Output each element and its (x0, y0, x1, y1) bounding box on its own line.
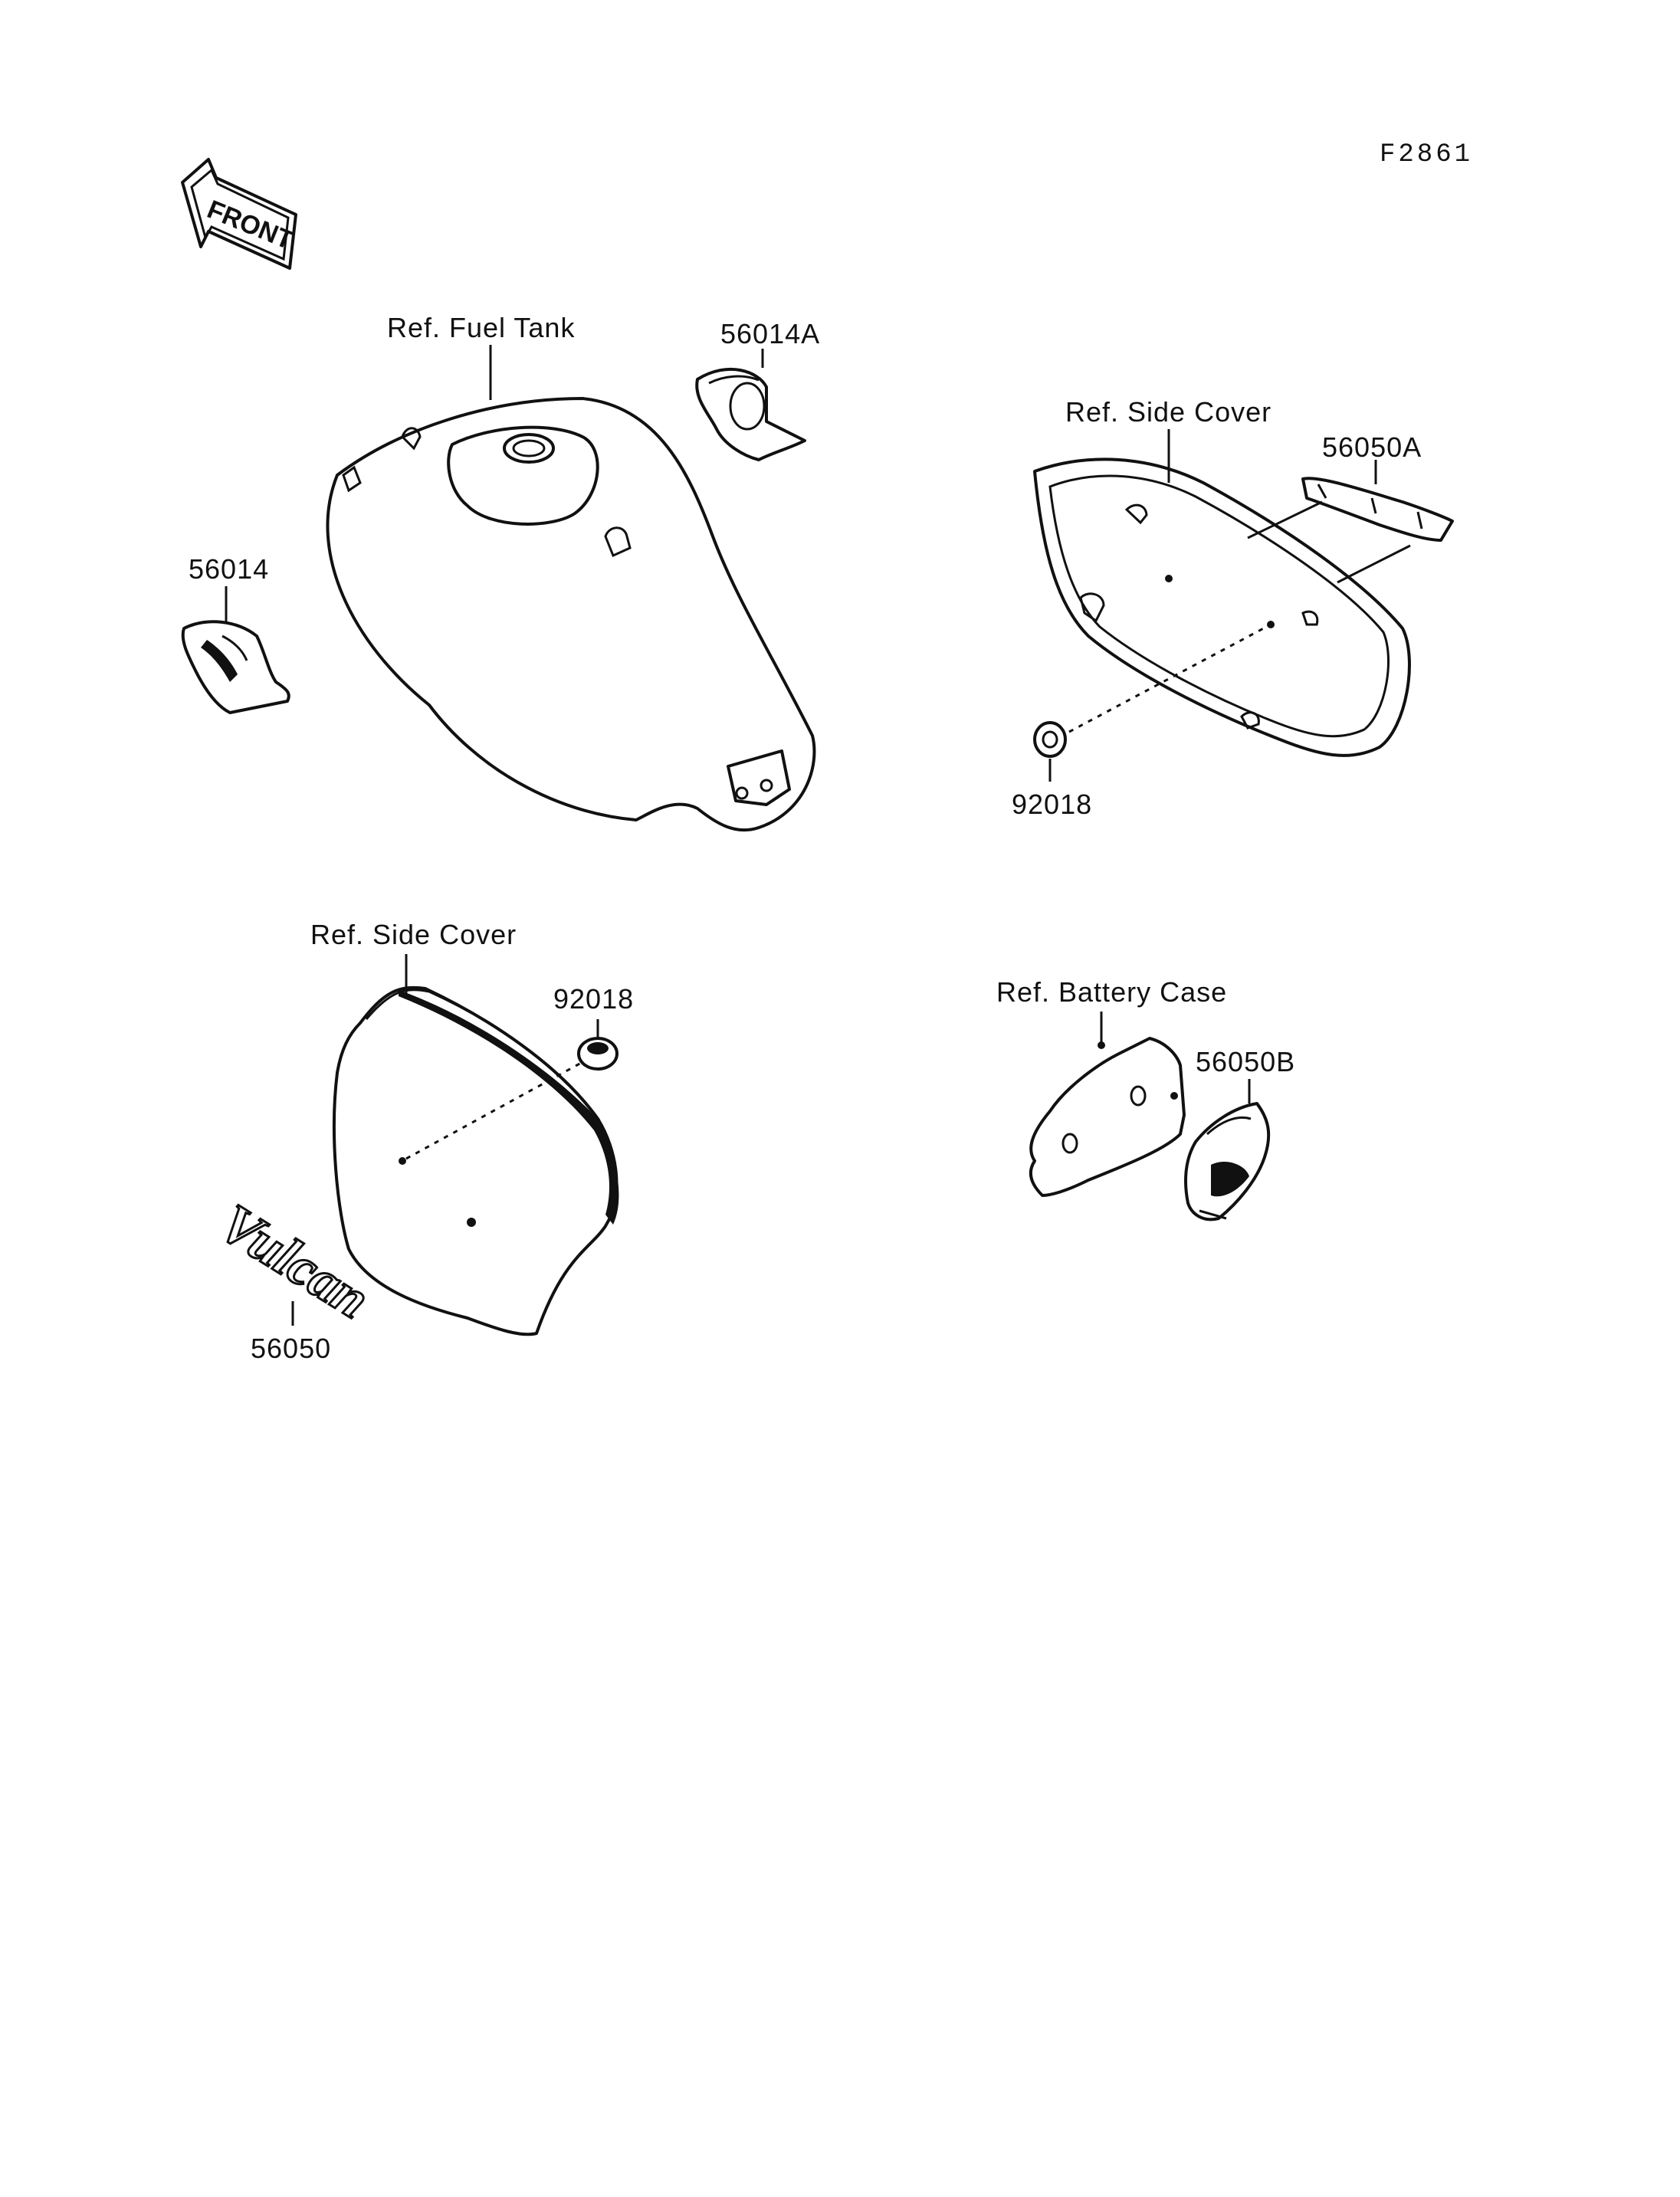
emblem-56050B-drawing (1184, 1102, 1271, 1221)
front-direction-arrow-icon: FRONT (181, 158, 297, 270)
side-cover-left-drawing (333, 985, 619, 1336)
label-ref-battery-case: Ref. Battery Case (996, 976, 1227, 1008)
label-56050A: 56050A (1322, 431, 1422, 463)
figure-code: F2861 (1380, 140, 1473, 169)
side-cover-right-drawing (1033, 457, 1411, 757)
fuel-tank-drawing (326, 397, 816, 832)
label-ref-side-cover-right: Ref. Side Cover (1065, 396, 1271, 428)
battery-case-drawing (1029, 1037, 1186, 1197)
label-92018-left: 92018 (553, 983, 634, 1015)
emblem-56014A-drawing (695, 367, 806, 461)
label-56014A: 56014A (720, 318, 820, 349)
label-92018-right: 92018 (1012, 789, 1092, 820)
emblem-56014-drawing (181, 620, 290, 714)
emblem-56050A-drawing (1301, 477, 1454, 542)
label-ref-side-cover-left: Ref. Side Cover (310, 919, 517, 950)
grommet-92018-right-drawing (1033, 721, 1067, 758)
label-56050B: 56050B (1196, 1046, 1295, 1077)
label-56050: 56050 (251, 1333, 331, 1364)
grommet-92018-left-drawing (577, 1037, 619, 1071)
label-56014: 56014 (189, 553, 269, 585)
label-ref-fuel-tank: Ref. Fuel Tank (387, 312, 575, 343)
